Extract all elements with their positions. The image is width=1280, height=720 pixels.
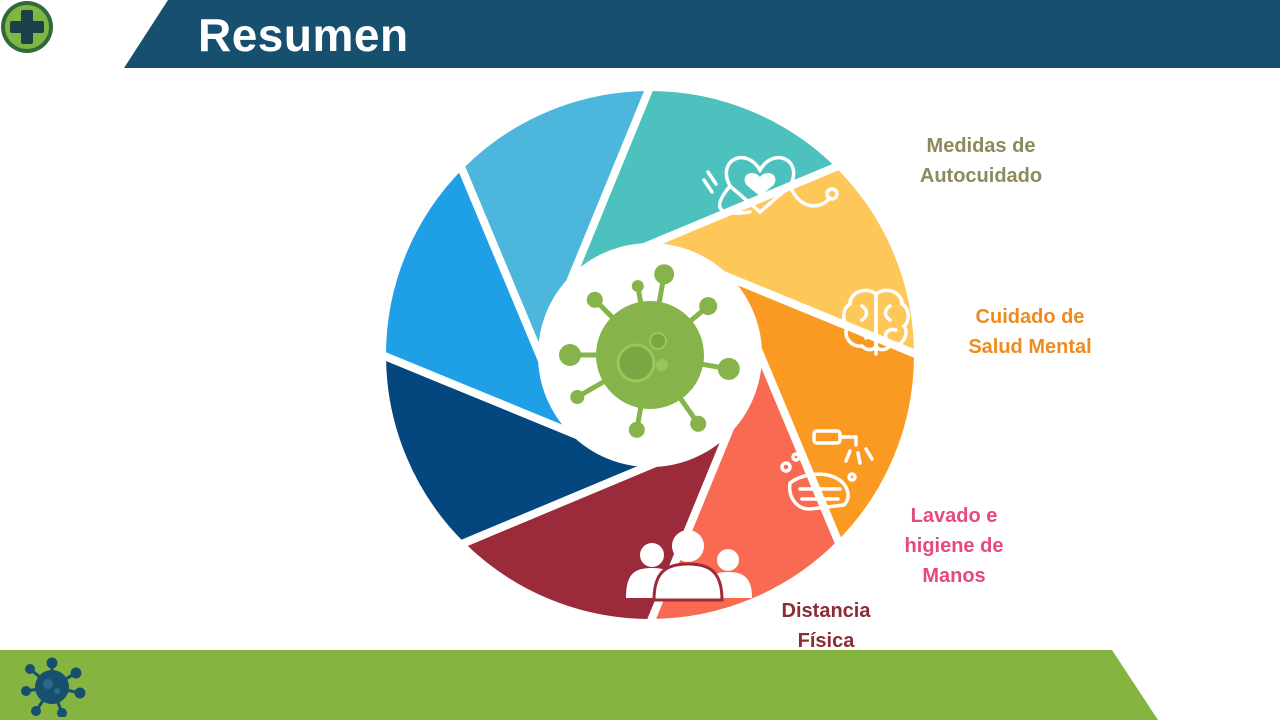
virus-spike-knob bbox=[654, 264, 675, 285]
virus-spike-knob bbox=[699, 297, 718, 316]
virus-spike-knob bbox=[586, 291, 603, 308]
virus-spike-knob bbox=[628, 421, 645, 438]
heart-stethoscope-icon bbox=[702, 156, 839, 215]
handwashing-icon bbox=[780, 429, 874, 511]
label-autocuidado: Medidas de Autocuidado bbox=[896, 131, 1066, 191]
label-lavado-line2: higiene de bbox=[904, 535, 1004, 557]
virus-spike-knob bbox=[690, 415, 707, 432]
virus-spike-knob bbox=[559, 344, 581, 366]
segment-yellow bbox=[640, 161, 922, 359]
virus-icon bbox=[21, 657, 86, 717]
label-distancia-line1: Distancia bbox=[781, 600, 871, 622]
segment-navy bbox=[378, 351, 660, 549]
label-distancia-fisica: Distancia Física bbox=[770, 596, 882, 656]
label-lavado-manos: Lavado e higiene de Manos bbox=[890, 501, 1018, 591]
label-lavado-line1: Lavado e bbox=[910, 505, 998, 527]
label-distancia-line2: Física bbox=[797, 630, 855, 652]
segment-teal bbox=[565, 83, 844, 287]
virus-spike-knob bbox=[570, 390, 585, 404]
label-autocuidado-line2: Autocuidado bbox=[919, 165, 1043, 187]
brain-icon bbox=[842, 288, 910, 356]
segment-light-blue bbox=[456, 83, 654, 365]
virus-spike-knob bbox=[717, 357, 740, 380]
label-salud-mental: Cuidado de Salud Mental bbox=[950, 302, 1110, 362]
label-salud-mental-line2: Salud Mental bbox=[968, 336, 1092, 358]
label-autocuidado-line1: Medidas de bbox=[926, 135, 1036, 157]
virus-icon bbox=[559, 264, 740, 438]
footer-bar bbox=[0, 650, 1158, 720]
segment-orange bbox=[718, 270, 922, 549]
segment-blue bbox=[378, 161, 582, 440]
title-bar: Resumen bbox=[0, 0, 1280, 72]
label-lavado-line3: Manos bbox=[922, 565, 986, 587]
plus-icon[interactable] bbox=[0, 0, 54, 54]
prevention-wheel bbox=[378, 83, 922, 627]
page-title: Resumen bbox=[198, 9, 409, 61]
people-icon bbox=[626, 530, 752, 602]
label-salud-mental-line1: Cuidado de bbox=[975, 306, 1085, 328]
virus-spike-knob bbox=[631, 280, 644, 293]
